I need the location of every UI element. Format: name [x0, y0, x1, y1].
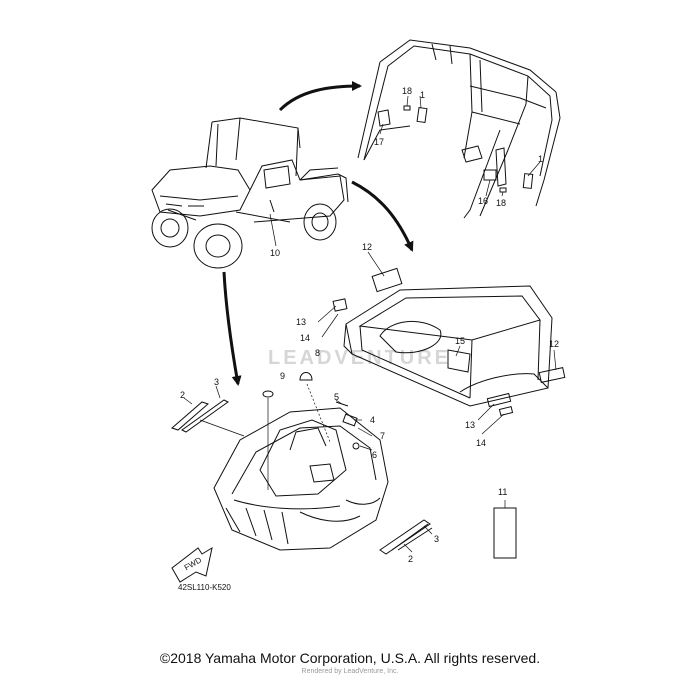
- callout-17: 17: [374, 137, 384, 147]
- callout-13: 13: [465, 420, 475, 430]
- callout-4: 4: [370, 415, 375, 425]
- callout-3: 3: [214, 377, 219, 387]
- callout-labels: 1 1 2 2 3 3 4 5 6 7 8 9 10 11 12 12 13 1…: [180, 86, 559, 564]
- cargo-bed-illustration: [317, 251, 566, 435]
- side-stripe-right: [379, 519, 433, 555]
- callout-1: 1: [538, 154, 543, 164]
- copyright-text: ©2018 Yamaha Motor Corporation, U.S.A. A…: [159, 650, 541, 666]
- part-code-label: 42SL110-K520: [178, 583, 231, 592]
- callout-2: 2: [180, 390, 185, 400]
- side-stripe-left: [171, 385, 245, 437]
- callout-8: 8: [315, 348, 320, 358]
- callout-14: 14: [476, 438, 486, 448]
- callout-18: 18: [496, 198, 506, 208]
- callout-18: 18: [402, 86, 412, 96]
- fwd-direction-arrow: FWD: [171, 546, 213, 583]
- callout-15: 15: [455, 336, 465, 346]
- callout-13: 13: [296, 317, 306, 327]
- callout-3: 3: [434, 534, 439, 544]
- callout-10: 10: [270, 248, 280, 258]
- callout-5: 5: [334, 392, 339, 402]
- callout-12: 12: [362, 242, 372, 252]
- callout-12: 12: [549, 339, 559, 349]
- callout-11: 11: [498, 487, 507, 497]
- callout-7: 7: [380, 431, 385, 441]
- roll-cage-illustration: [357, 39, 561, 219]
- callout-16: 16: [478, 196, 488, 206]
- callout-9: 9: [280, 371, 285, 381]
- front-cowl-illustration: [213, 372, 389, 551]
- callout-14: 14: [300, 333, 310, 343]
- flow-arrows: [222, 81, 414, 386]
- callout-1: 1: [420, 90, 425, 100]
- callout-2: 2: [408, 554, 413, 564]
- callout-6: 6: [372, 450, 377, 460]
- rendered-by-text: Rendered by LeadVenture, Inc.: [301, 668, 399, 675]
- utv-vehicle-illustration: [151, 117, 349, 269]
- decal-sheet: [493, 500, 517, 559]
